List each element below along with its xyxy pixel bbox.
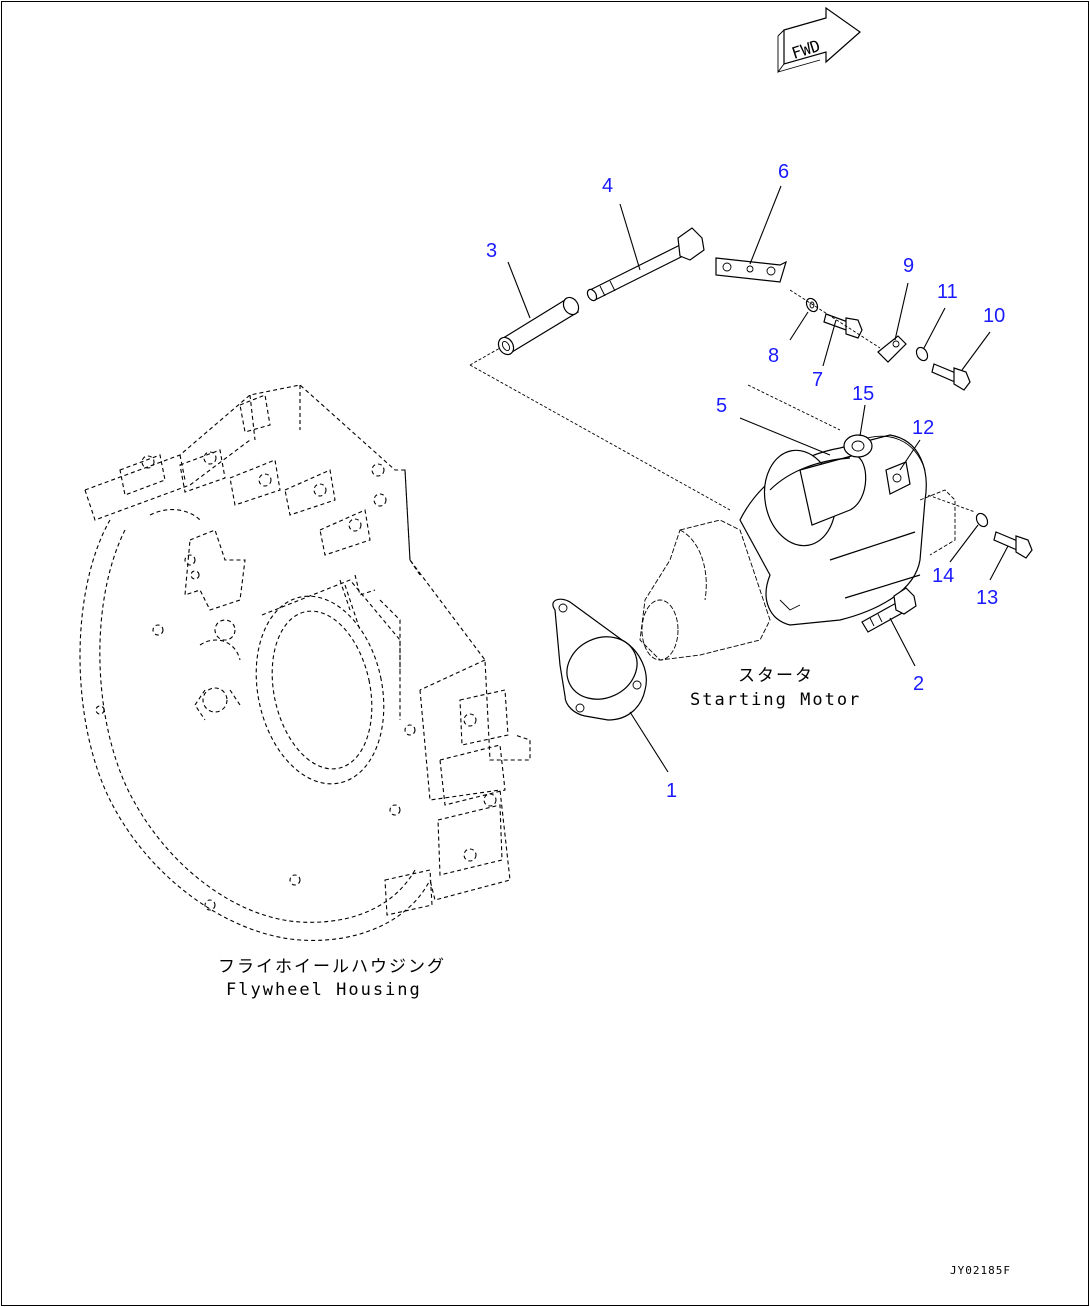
part-13-bolt <box>993 531 1033 559</box>
part-11-washer <box>915 346 929 362</box>
callout-2: 2 <box>913 673 924 695</box>
callout-4: 4 <box>602 175 613 197</box>
part-7-bolt <box>823 313 863 339</box>
part-5-starting-motor <box>639 434 956 661</box>
fwd-label: FWD <box>789 36 822 63</box>
callout-13: 13 <box>976 587 998 609</box>
callout-9: 9 <box>903 255 914 277</box>
callout-8: 8 <box>768 345 779 367</box>
callout-6: 6 <box>778 161 789 183</box>
callout-15: 15 <box>852 383 874 405</box>
flywheel-label-en: Flywheel Housing <box>226 980 422 1000</box>
callout-14: 14 <box>932 565 954 587</box>
part-3-spacer <box>497 296 580 356</box>
callout-7: 7 <box>812 369 823 391</box>
callout-5: 5 <box>716 395 727 417</box>
callout-10: 10 <box>983 305 1005 327</box>
starter-label-jp: スタータ <box>738 666 814 686</box>
flywheel-housing <box>79 384 531 941</box>
flywheel-label-jp: フライホイールハウジング <box>218 957 446 977</box>
callout-3: 3 <box>486 240 497 262</box>
part-14-washer <box>975 512 989 528</box>
callout-12: 12 <box>912 417 934 439</box>
callout-11: 11 <box>937 281 958 303</box>
fwd-arrow-icon: FWD <box>777 6 861 74</box>
starter-label-en: Starting Motor <box>690 690 861 710</box>
callout-1: 1 <box>666 780 677 802</box>
part-10-bolt <box>931 363 971 391</box>
drawing-code: JY02185F <box>950 1264 1011 1277</box>
part-9-clip <box>877 335 907 363</box>
leader-lines <box>507 185 1009 773</box>
part-1-gasket <box>552 598 647 721</box>
part-8-washer <box>805 297 819 313</box>
part-2-bolt <box>861 587 917 633</box>
part-6-bracket <box>715 257 787 283</box>
part-4-long-bolt <box>586 227 705 302</box>
